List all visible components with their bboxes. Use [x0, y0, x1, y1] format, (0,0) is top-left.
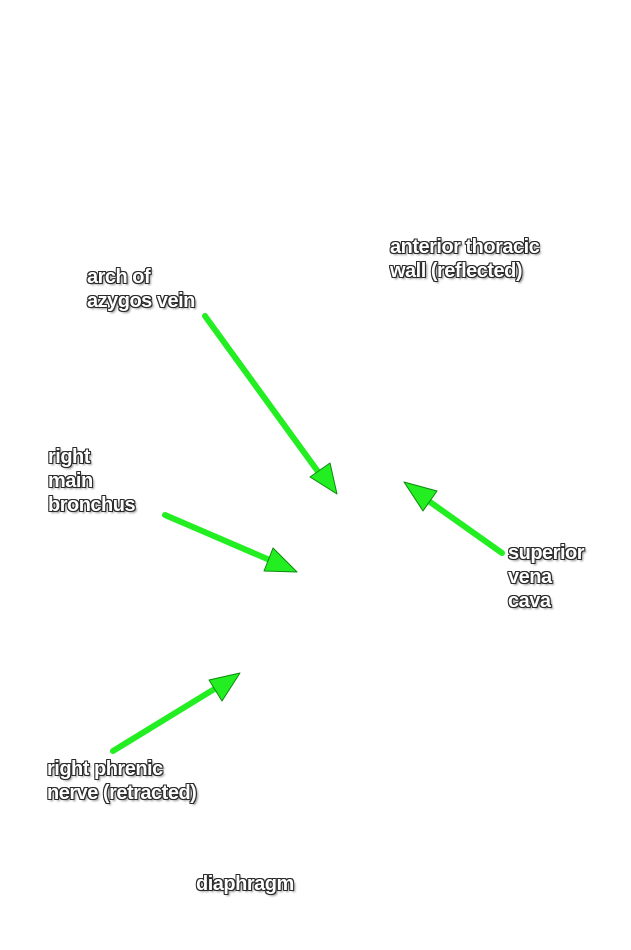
arrow-right-main-bronchus [162, 512, 298, 573]
label-superior-vena-cava: superior vena cava [508, 542, 585, 612]
label-arch-of-azygos-vein: arch of azygos vein [87, 266, 195, 312]
label-diaphragm: diaphragm [196, 873, 294, 895]
label-anterior-thoracic-wall: anterior thoracic wall (reflected) [390, 236, 540, 282]
label-right-phrenic-nerve: right phrenic nerve (retracted) [47, 758, 197, 804]
arrow-right-phrenic-nerve [110, 672, 241, 754]
label-right-main-bronchus: right main bronchus [48, 446, 136, 516]
arrow-azygos-vein [202, 313, 338, 495]
arrow-superior-vena-cava [403, 481, 505, 556]
